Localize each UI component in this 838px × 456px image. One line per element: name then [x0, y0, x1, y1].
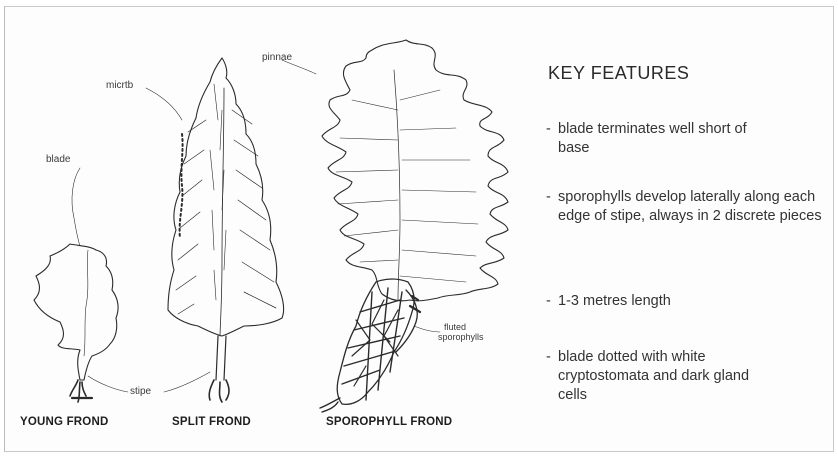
feature-bullet: -: [546, 120, 551, 139]
feature-item: - 1-3 metres length: [546, 292, 836, 311]
stipe-label: stipe: [130, 386, 151, 397]
feature-item: - blade terminates well short of base: [546, 120, 836, 158]
pinnae-label: pinnae: [262, 52, 292, 63]
fluted-label: fluted: [444, 322, 466, 332]
blade-label: blade: [46, 154, 70, 165]
split-frond-drawing: [146, 58, 284, 402]
feature-item: - blade dotted with white cryptostomata …: [546, 348, 836, 405]
caption-sporophyll-frond: SPOROPHYLL FROND: [326, 416, 452, 428]
feature-bullet: -: [546, 188, 551, 207]
key-features-title: KEY FEATURES: [548, 63, 689, 84]
micrtb-label: micrtb: [106, 80, 133, 91]
feature-bullet: -: [546, 292, 551, 311]
feature-text: blade terminates well short of base: [546, 120, 768, 158]
sporophyll-frond-drawing: [282, 40, 508, 412]
feature-text: blade dotted with white cryptostomata an…: [546, 348, 772, 405]
feature-text: 1-3 metres length: [546, 292, 836, 311]
feature-bullet: -: [546, 348, 551, 367]
caption-split-frond: SPLIT FROND: [172, 416, 251, 428]
feature-text: sporophylls develop laterally along each…: [546, 188, 830, 226]
caption-young-frond: YOUNG FROND: [20, 416, 108, 428]
feature-item: - sporophylls develop laterally along ea…: [546, 188, 836, 226]
sporophylls-label: sporophylls: [438, 332, 484, 342]
young-frond-drawing: [34, 168, 118, 402]
